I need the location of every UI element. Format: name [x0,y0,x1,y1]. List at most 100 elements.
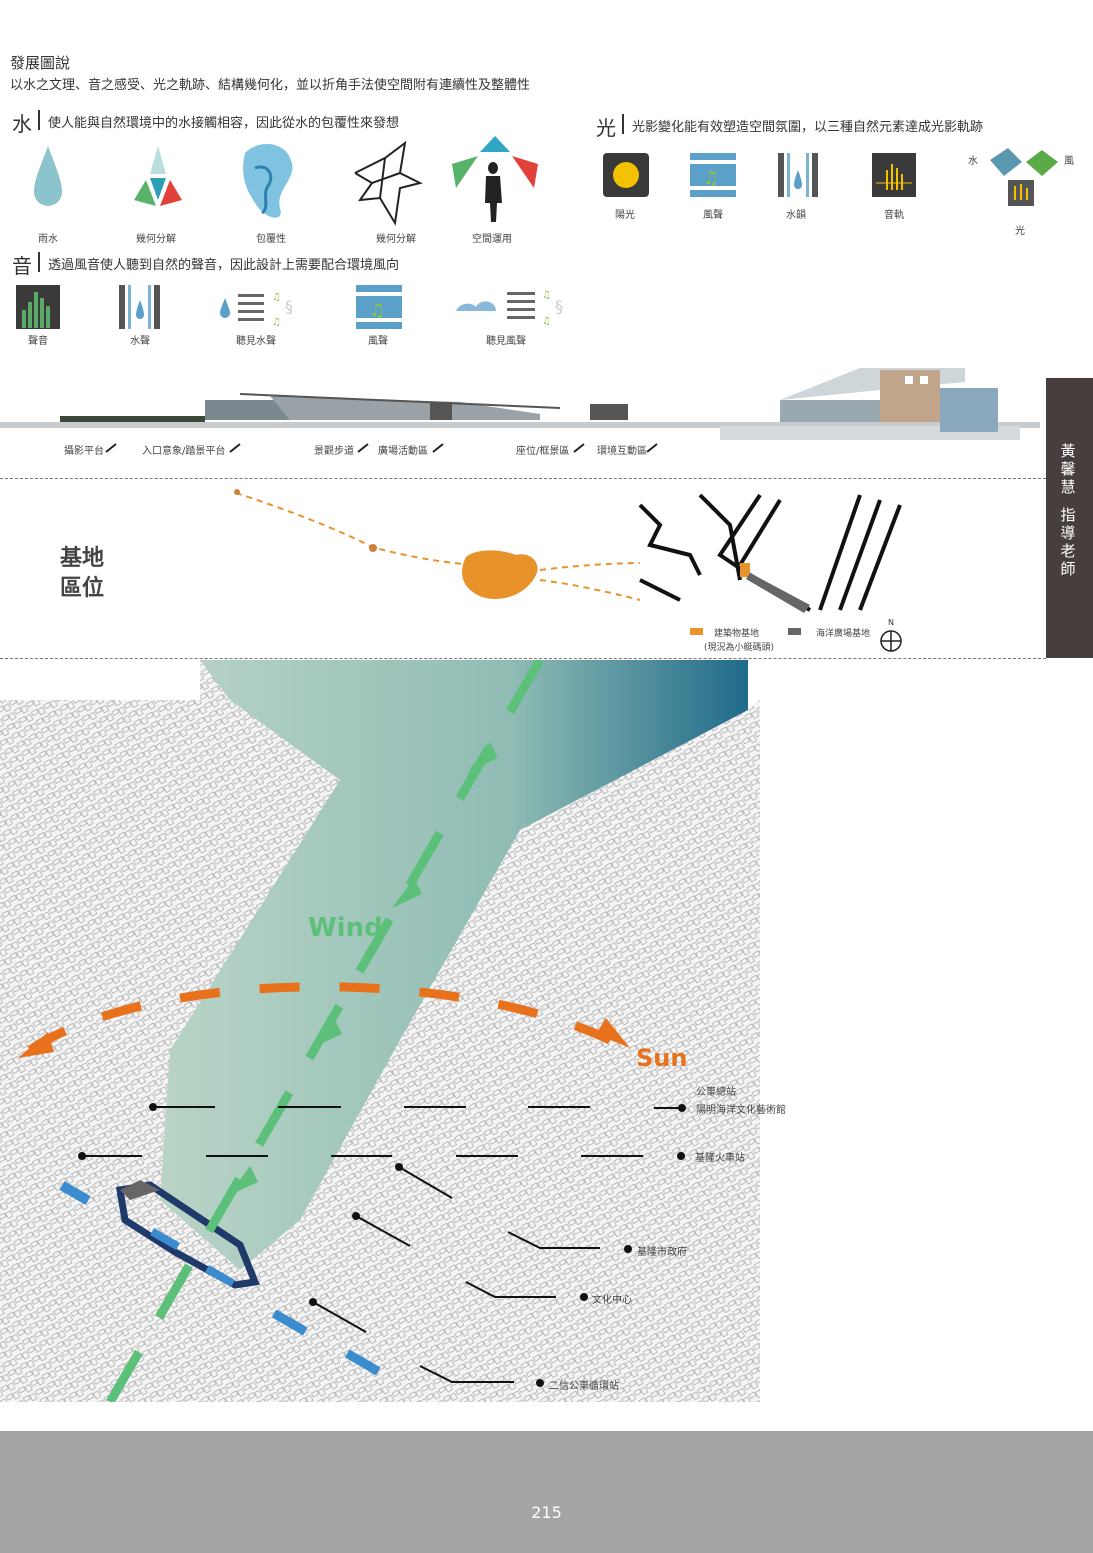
water-heading-text: 使人能與自然環境中的水接觸相容，因此從水的包覆性來發想 [48,116,400,131]
building-elevation [0,368,1040,440]
north-label: N [888,618,894,627]
legend-plaza-swatch [788,628,801,635]
page-subtitle: 以水之文理、音之感受、光之軌跡、結構幾何化，並以折角手法使空間附有連續性及整體性 [10,78,531,93]
svg-text:♫: ♫ [542,290,551,301]
section-label-photo: 攝影平台 [64,446,104,457]
space-use-icon [452,136,538,222]
svg-text:♫: ♫ [272,292,281,303]
advisor-role-char-2: 導 [1060,524,1076,542]
section-label-walkway: 景觀步道 [314,446,354,457]
separator-lower [0,658,1046,659]
landmark-museum: 陽明海洋文化藝術館 [696,1105,786,1116]
separator-upper [0,478,1046,479]
audio-track-icon [872,153,916,197]
wind-sound-box-icon: ♫ [356,285,402,329]
water-heading-char: 水 [12,112,32,136]
site-title-line2: 區位 [60,575,105,601]
water-item-rain: 雨水 [38,234,58,245]
element-triad-icon [990,148,1058,206]
landmark-dot-1 [678,1104,686,1112]
page-title: 發展圖說 [10,54,71,72]
landmark-cultural-center: 文化中心 [592,1295,632,1306]
sound-heading-text: 透過風音使人聽到自然的聲音，因此設計上需要配合環境風向 [48,258,400,273]
sound-item-sound: 聲音 [28,336,48,347]
landmark-dot-4 [580,1293,588,1301]
landmark-leader-1 [654,1107,682,1109]
page-footer [0,1431,1093,1553]
light-item-water: 水韻 [786,210,806,221]
sound-item-water: 水聲 [130,336,150,347]
light-heading-bar [622,114,624,134]
section-label-plaza: 廣場活動區 [378,446,428,457]
site-map: Wind Sun [0,660,760,1402]
light-item-sun: 陽光 [615,210,635,221]
legend-building-swatch [690,628,703,635]
landmark-train-station: 基隆火車站 [695,1153,745,1164]
svg-text:♫: ♫ [272,317,281,328]
landmark-bus-loop-station: 二信公車循環站 [549,1381,619,1392]
section-label-entrance: 入口意象/踏景平台 [142,446,226,457]
advisor-sidebar: 黃 馨 慧 指 導 老 師 [1046,378,1093,658]
hear-wind-icon: ♫ ♫ § [456,290,563,327]
advisor-role-char-3: 老 [1060,542,1076,560]
sound-item-wind: 風聲 [368,336,388,347]
landmark-dot-2 [677,1152,685,1160]
landmark-city-hall: 基隆市政府 [637,1247,687,1258]
north-arrow-icon [880,630,902,652]
light-item-wind: 風聲 [703,210,723,221]
page-number: 215 [531,1503,562,1522]
light-heading-char: 光 [596,116,616,140]
light-heading-text: 光影變化能有效塑造空間氛圍，以三種自然元素達成光影軌跡 [632,120,984,135]
advisor-name-char-2: 馨 [1060,460,1076,478]
sound-heading-char: 音 [12,254,32,278]
svg-text:§: § [555,297,563,316]
triad-label-light: 光 [1015,226,1025,237]
sun-icon [603,153,649,197]
water-item-envelop: 包覆性 [256,234,286,245]
harbor-water [160,660,748,1270]
wind-label: Wind [308,913,383,943]
landmark-dot-5 [536,1379,544,1387]
water-rhythm-icon [778,153,818,197]
advisor-role-char-4: 師 [1060,560,1076,578]
triad-label-wind: 風 [1064,156,1074,167]
advisor-name-char-1: 黃 [1060,442,1076,460]
sound-heading-bar [38,252,40,272]
water-heading-bar [38,110,40,130]
sun-label: Sun [636,1044,687,1072]
svg-text:♫: ♫ [369,300,385,321]
landmark-bus-terminal: 公車總站 [696,1087,736,1098]
sound-icons: ♫ ♫ § ♫ ♫ ♫ § [16,285,563,329]
advisor-name-char-3: 慧 [1060,478,1076,496]
water-item-geometry-2: 幾何分解 [376,234,416,245]
advisor-role-char-1: 指 [1060,506,1076,524]
legend-building-note: (現況為小艇碼頭) [704,643,775,653]
sun-path [27,982,612,1054]
water-icons [34,136,538,226]
sound-bars-icon [16,285,60,329]
svg-text:§: § [285,297,293,316]
building-site [115,1181,260,1289]
water-sound-icon [119,285,160,329]
svg-text:♫: ♫ [542,316,551,327]
light-item-track: 音軌 [884,210,904,221]
water-item-space: 空間運用 [472,234,512,245]
svg-text:♫: ♫ [703,168,719,189]
water-item-geometry-1: 幾何分解 [136,234,176,245]
sound-item-hear-water: 聽見水聲 [236,336,276,347]
section-label-interactive: 環境互動區 [597,446,647,457]
site-title-line1: 基地 [60,545,105,571]
section-label-seating: 座位/框景區 [516,446,570,457]
sound-item-hear-wind: 聽見風聲 [486,336,526,347]
hear-water-icon: ♫ ♫ § [220,292,293,328]
section-leader-ticks [105,443,658,453]
site-location-diagram [234,489,902,613]
legend-building-label: 建築物基地 [714,629,760,639]
triad-label-water: 水 [968,156,978,167]
wind-sound-icon: ♫ [690,153,736,197]
geometry-triangle-icon [134,146,182,206]
origami-bird-icon [354,140,423,226]
light-icons: ♫ [603,148,1058,206]
water-splash-icon [243,143,293,218]
raindrop-icon [34,146,62,206]
